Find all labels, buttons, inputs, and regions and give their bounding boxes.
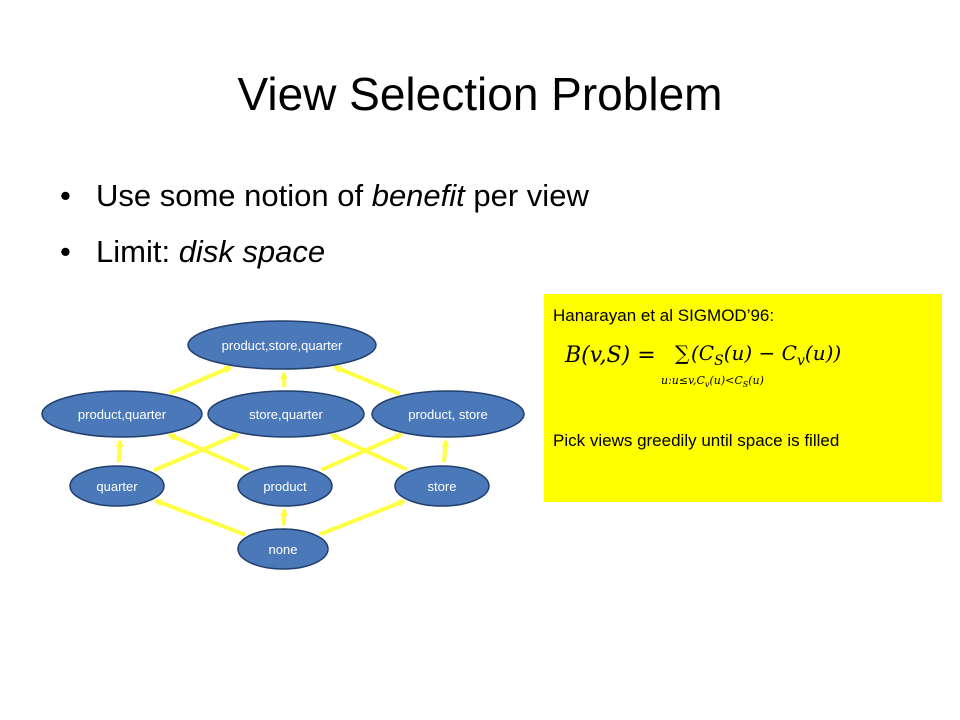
lattice-node-label: product,quarter	[78, 407, 167, 422]
slide-title: View Selection Problem	[237, 68, 723, 120]
lattice-edge-q-to-sq	[153, 432, 240, 473]
bullet-text: Limit:	[96, 234, 179, 269]
bullet-text: per view	[464, 178, 589, 213]
lattice-node-shape	[394, 465, 490, 507]
lattice-node-s: store	[394, 465, 490, 507]
bullet-text: Use some notion of	[96, 178, 372, 213]
lattice-edge-ps-to-psq	[333, 365, 401, 396]
lattice-node-none: none	[237, 528, 329, 570]
bullet-emphasis: disk space	[178, 234, 326, 269]
formula-numerator-end: (u))	[805, 341, 841, 365]
svg-text:(CS(u) − Cv(u)): (CS(u) − Cv(u))	[691, 341, 841, 369]
formula-lhs: B(v,S) =	[564, 343, 656, 368]
lattice-node-label: none	[269, 542, 298, 557]
lattice-node-shape	[237, 465, 333, 507]
benefit-formula: B(v,S) = ∑ (CS(u) − Cv(u)) u:u≤v,Cv(u)<C…	[564, 341, 841, 389]
lattice-node-label: product	[263, 479, 307, 494]
lattice-node-shape	[207, 390, 365, 438]
lattice-edge-p-to-ps	[320, 432, 404, 472]
lattice-node-psq: product,store,quarter	[187, 320, 377, 370]
callout-heading: Hanarayan et al SIGMOD’96:	[553, 306, 775, 325]
lattice-node-sq: store,quarter	[207, 390, 365, 438]
lattice-node-q: quarter	[69, 465, 165, 507]
lattice-node-pq: product,quarter	[41, 390, 203, 438]
formula-sum-icon: ∑	[675, 341, 690, 365]
lattice-edge-none-to-q	[153, 498, 246, 537]
lattice-node-p: product	[237, 465, 333, 507]
lattice-node-shape	[41, 390, 203, 438]
lattice-edge-q-to-pq	[115, 438, 124, 463]
formula-numerator-mid: (u) − C	[724, 341, 797, 365]
formula-under: u:u≤v,C	[661, 374, 705, 387]
lattice-node-ps: product, store	[371, 390, 525, 438]
bullet-list: • Use some notion of benefit per view • …	[60, 176, 589, 288]
bullet-dot-icon: •	[60, 178, 71, 213]
bullet-dot-icon: •	[60, 234, 71, 269]
svg-text:u:u≤v,Cv(u)<CS(u): u:u≤v,Cv(u)<CS(u)	[661, 374, 764, 389]
benefit-callout: Hanarayan et al SIGMOD’96: B(v,S) = ∑ (C…	[544, 294, 942, 502]
view-lattice-diagram: product,store,quarter product,quarter stor…	[41, 320, 525, 570]
lattice-edge-none-to-s	[319, 499, 406, 537]
lattice-node-label: product,store,quarter	[222, 338, 343, 353]
lattice-node-label: store,quarter	[249, 407, 323, 422]
lattice-edge-sq-to-psq	[279, 370, 288, 388]
lattice-node-label: quarter	[96, 479, 138, 494]
lattice-edge-s-to-ps	[441, 438, 450, 463]
lattice-edge-s-to-sq	[329, 433, 408, 472]
bullet-item: • Use some notion of benefit per view	[60, 176, 589, 216]
formula-sub: S	[714, 353, 724, 369]
bullet-item: • Limit: disk space	[60, 232, 589, 272]
lattice-node-label: store	[428, 479, 457, 494]
lattice-edge-p-to-pq	[167, 433, 250, 472]
formula-numerator: (C	[691, 341, 714, 365]
lattice-node-shape	[187, 320, 377, 370]
callout-pick-text: Pick views greedily until space is fille…	[553, 431, 840, 450]
lattice-node-shape	[237, 528, 329, 570]
formula-sub: v	[797, 353, 805, 369]
lattice-node-shape	[371, 390, 525, 438]
lattice-edge-pq-to-psq	[169, 365, 233, 396]
lattice-node-label: product, store	[408, 407, 488, 422]
lattice-node-shape	[69, 465, 165, 507]
bullet-emphasis: benefit	[371, 178, 465, 213]
